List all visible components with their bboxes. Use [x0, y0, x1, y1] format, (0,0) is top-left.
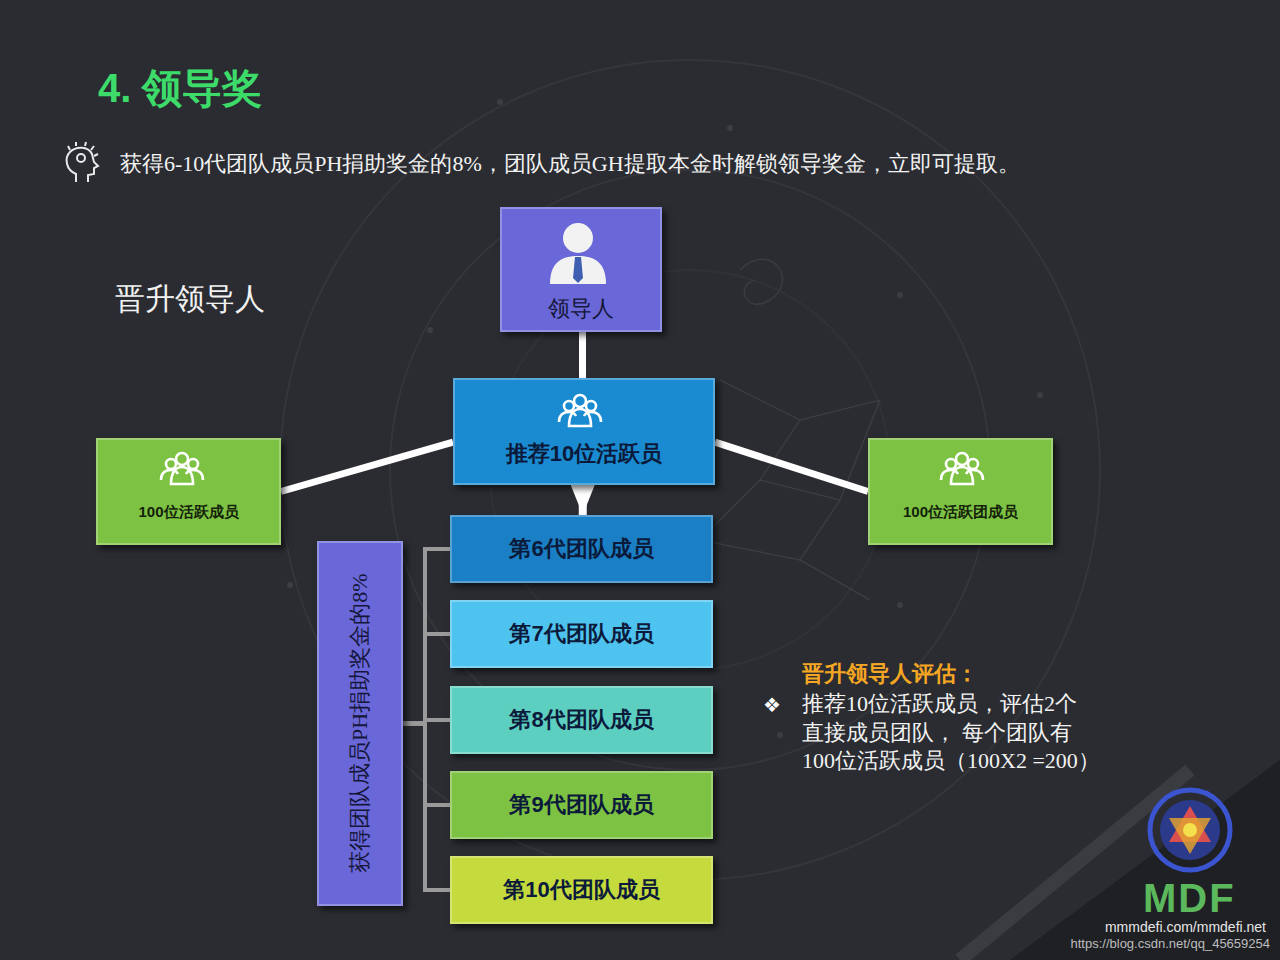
team-box: 100位活跃团成员 — [868, 438, 1053, 545]
group-icon — [559, 395, 601, 426]
node-label: 第9代团队成员 — [509, 792, 653, 818]
recruit-box: 推荐10位活跃员 — [453, 378, 715, 485]
node-label: 领导人 — [548, 296, 614, 322]
bracket-connector — [403, 549, 450, 724]
corner-panel — [1010, 760, 1280, 960]
bonus-band: 获得团队成员PH捐助奖金的8% — [317, 541, 403, 906]
group-icon — [161, 453, 203, 484]
subtitle-note: 获得6-10代团队成员PH捐助奖金的8%，团队成员GH提取本金时解锁领导奖金，立… — [120, 150, 1020, 179]
leader-box: 领导人 — [500, 207, 662, 332]
slide-title: 4. 领导奖 — [98, 62, 262, 114]
generation-box: 第10代团队成员 — [450, 856, 713, 924]
node-label: 100位活跃团成员 — [903, 503, 1018, 521]
generation-box: 第9代团队成员 — [450, 771, 713, 839]
node-label: 第8代团队成员 — [509, 707, 653, 733]
bullet-symbol: ❖ — [763, 692, 781, 718]
node-label: 推荐10位活跃员 — [506, 441, 662, 467]
generation-box: 第7代团队成员 — [450, 600, 713, 668]
decor-mesh — [700, 259, 880, 600]
watermark: mmmdefi.com/mmdefi.net — [1105, 918, 1266, 936]
connector-line — [579, 332, 586, 378]
note-body: 推荐10位活跃成员，评估2个 直接成员团队， 每个团队有 100位活跃成员（10… — [802, 690, 1182, 776]
mdf-logo-emblem — [1150, 790, 1230, 870]
connector-line — [281, 442, 453, 491]
node-label: 获得团队成员PH捐助奖金的8% — [347, 574, 373, 873]
node-label: 100位活跃成员 — [138, 503, 238, 521]
generation-box: 第8代团队成员 — [450, 686, 713, 754]
idea-head-icon — [67, 142, 98, 182]
connector-line — [579, 485, 587, 515]
logo-text: MDF — [1143, 872, 1236, 924]
bracket-connector — [403, 634, 450, 724]
node-label: 第10代团队成员 — [503, 877, 659, 903]
watermark: https://blog.csdn.net/qq_45659254 — [1071, 936, 1271, 953]
generation-box: 第6代团队成员 — [450, 515, 713, 583]
bracket-connector — [403, 724, 450, 891]
node-label: 第7代团队成员 — [509, 621, 653, 647]
note-heading: 晋升领导人评估： — [802, 660, 978, 689]
node-label: 第6代团队成员 — [509, 536, 653, 562]
group-icon — [941, 453, 983, 484]
connector-line — [715, 442, 868, 491]
section-label: 晋升领导人 — [115, 279, 265, 318]
leader-person-icon — [550, 223, 606, 284]
team-box: 100位活跃成员 — [96, 438, 281, 545]
